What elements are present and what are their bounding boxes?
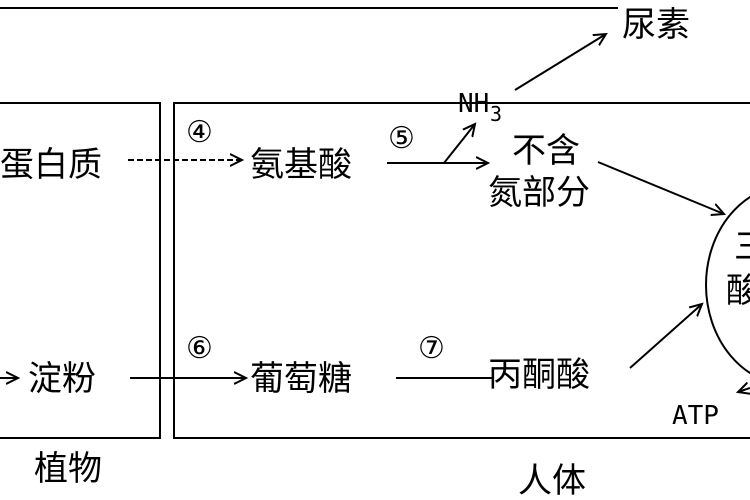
atp-label: ATP [672,401,719,431]
cycle-oval [705,195,750,375]
non-nitrogen-line1: 不含 [512,131,580,171]
ammonia-subscript: 3 [490,102,502,126]
step5-label: ⑤ [388,121,415,156]
cycle-text-bottom: 酸 [726,271,750,311]
pyruvate-label: 丙酮酸 [488,355,590,395]
arrow-to-nh3 [443,124,475,164]
step6-label: ⑥ [186,331,213,366]
human-label: 人体 [518,461,586,500]
arrow-to-atp [738,388,750,392]
step4-label: ④ [186,115,213,150]
ammonia-label: NH [458,89,489,119]
plant-label: 植物 [34,449,102,489]
glucose-label: 葡萄糖 [250,359,352,399]
plant-box [0,102,161,439]
non-nitrogen-line2: 氮部分 [488,173,590,213]
protein-label: 蛋白质 [0,145,102,185]
arrow-non-nitrogen-to-cycle [597,161,724,214]
amino-acid-label: 氨基酸 [250,145,352,185]
arrow-nh3-to-urea [514,34,606,91]
human-box [173,102,750,439]
cycle-text-top: 三 [734,227,750,267]
arrow-pyruvate-to-cycle [629,304,702,369]
starch-label: 淀粉 [28,359,96,399]
urea-label: 尿素 [622,5,690,45]
step7-label: ⑦ [418,331,445,366]
